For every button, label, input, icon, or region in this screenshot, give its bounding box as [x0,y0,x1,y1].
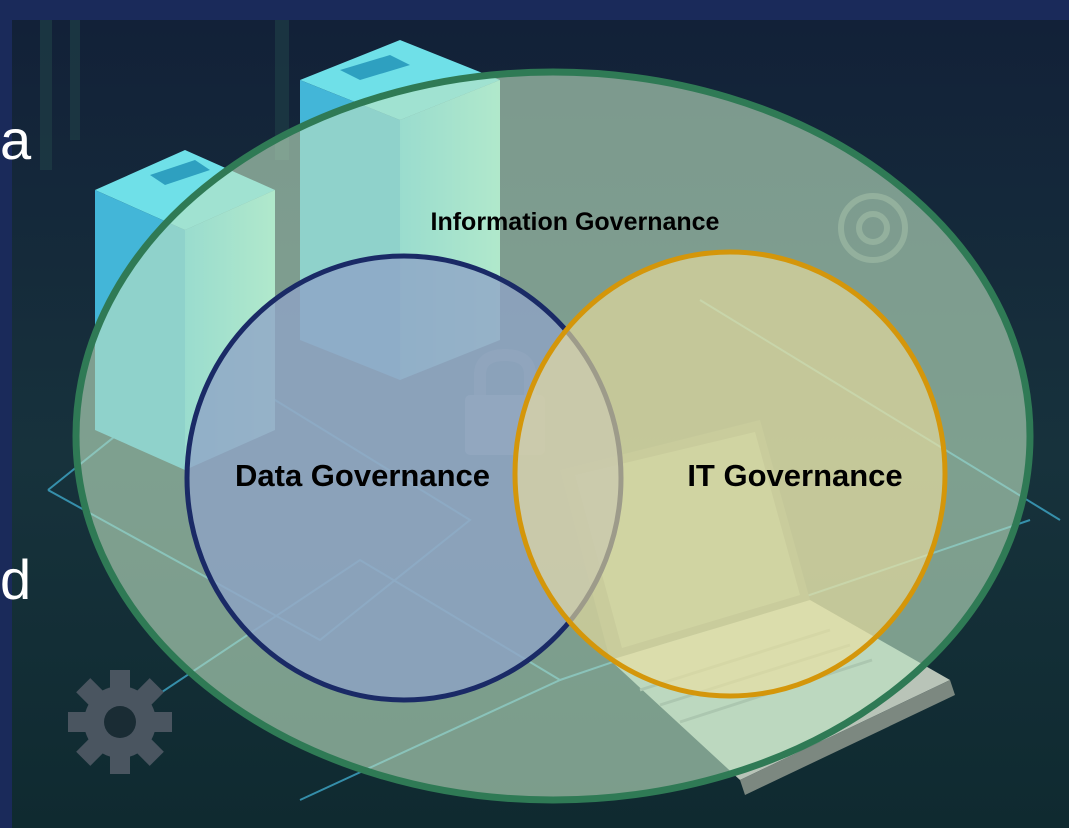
slide-text-fragment: a [0,108,32,171]
data-governance-label: Data Governance [235,458,490,493]
outer-set-label: Information Governance [430,208,720,236]
slide-text-fragment: d [0,548,32,611]
it-governance-label: IT Governance [687,458,903,493]
set-it-governance [512,249,948,699]
left-strip [0,0,12,828]
top-band [0,0,1069,20]
background-pillars [40,20,289,170]
gear-icon [68,670,172,774]
